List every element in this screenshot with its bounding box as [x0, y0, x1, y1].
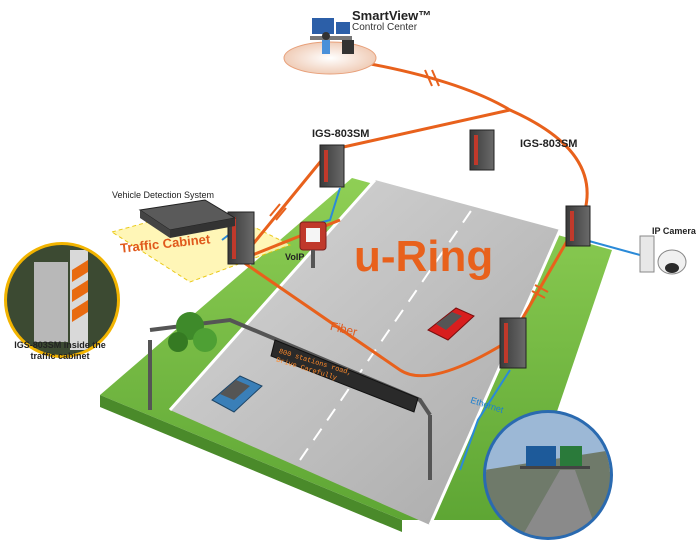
highway-photo-inset — [483, 410, 613, 540]
tree-cluster — [168, 312, 217, 352]
switch-right — [565, 205, 591, 247]
highway-road — [168, 179, 562, 526]
control-center-title: SmartView™ — [352, 8, 432, 23]
u-ring-label: u-Ring — [354, 232, 494, 281]
ip-camera — [639, 235, 687, 275]
car-blue — [211, 375, 263, 413]
control-center — [283, 18, 377, 75]
car-red — [427, 307, 475, 341]
switch-label-left: IGS-803SM — [312, 128, 370, 140]
voip-phone-box — [299, 221, 327, 268]
vehicle-detection-device — [138, 199, 237, 238]
ip-camera-label: IP Camera — [652, 226, 696, 236]
switch-top-left — [319, 144, 345, 188]
voip-label: VoIP — [285, 252, 305, 262]
cabinet-photo-inset — [4, 242, 120, 358]
switch-label-right: IGS-803SM — [520, 138, 578, 150]
cabinet-inset-caption: IGS-803SM inside the traffic cabinet — [14, 340, 106, 361]
control-center-subtitle: Control Center — [352, 22, 418, 33]
switch-top-right — [469, 129, 495, 171]
switch-lower-right — [499, 317, 527, 369]
vehicle-detection-label: Vehicle Detection System — [112, 190, 215, 200]
fiber-break-marks — [269, 69, 549, 299]
